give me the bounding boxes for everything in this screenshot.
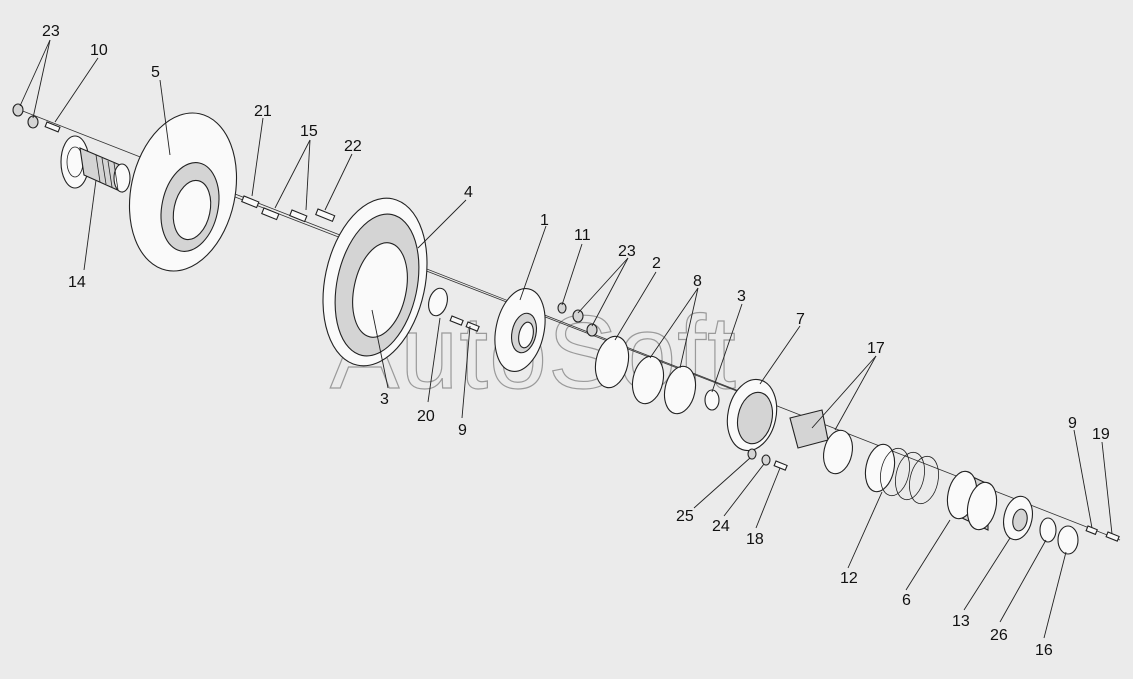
callout-3-right: 3 [737, 288, 746, 305]
fasteners-25-24-18 [747, 448, 788, 471]
callout-20: 20 [417, 408, 435, 425]
callout-9-left: 9 [458, 422, 467, 439]
callout-14: 14 [68, 274, 86, 291]
callout-11: 11 [574, 227, 591, 244]
rings-26-16 [1039, 517, 1079, 555]
bearing-13 [1003, 495, 1033, 541]
callout-24: 24 [712, 518, 730, 535]
callout-13: 13 [952, 613, 970, 630]
left-nuts [12, 103, 61, 133]
callout-15: 15 [300, 123, 318, 140]
hub-flange-14 [60, 135, 131, 193]
callout-19: 19 [1092, 426, 1110, 443]
snap-ring-3 [428, 287, 448, 317]
callout-26: 26 [990, 627, 1008, 644]
callout-18: 18 [746, 531, 764, 548]
callout-23-middle: 23 [618, 243, 636, 260]
callout-4: 4 [464, 184, 473, 201]
small-ring-3 [704, 389, 720, 411]
callout-23-top-left: 23 [42, 23, 60, 40]
callout-labels: 23 10 5 21 15 22 4 1 11 23 2 8 3 7 17 14… [42, 23, 1110, 659]
bolts-9-19 [1085, 525, 1120, 542]
brake-disc-5 [128, 112, 238, 272]
callout-16: 16 [1035, 642, 1053, 659]
seals-2-8 [594, 335, 697, 415]
callout-2: 2 [652, 255, 661, 272]
housing-1 [494, 288, 546, 372]
bolts-21-15-22 [241, 195, 336, 223]
callout-3-left: 3 [380, 391, 389, 408]
callout-6: 6 [902, 592, 911, 609]
callout-12: 12 [840, 570, 858, 587]
pins-20-9 [449, 315, 480, 332]
callout-10: 10 [90, 42, 108, 59]
callout-9-right: 9 [1068, 415, 1077, 432]
callout-25: 25 [676, 508, 694, 525]
spring-12 [864, 443, 939, 505]
sleeve-6 [946, 470, 998, 531]
cover-plate-7 [726, 378, 778, 452]
callout-22: 22 [344, 138, 362, 155]
callout-5: 5 [151, 64, 160, 81]
callout-7: 7 [796, 311, 805, 328]
callout-1: 1 [540, 212, 549, 229]
spring-seats-17 [789, 409, 853, 475]
callout-21: 21 [254, 103, 272, 120]
callout-17: 17 [867, 340, 885, 357]
callout-8: 8 [693, 273, 702, 290]
caliper-ring-4 [322, 197, 428, 367]
assembly-axis-secondary [229, 194, 761, 401]
nuts-11-23 [557, 302, 598, 337]
leader-lines [19, 39, 1113, 639]
